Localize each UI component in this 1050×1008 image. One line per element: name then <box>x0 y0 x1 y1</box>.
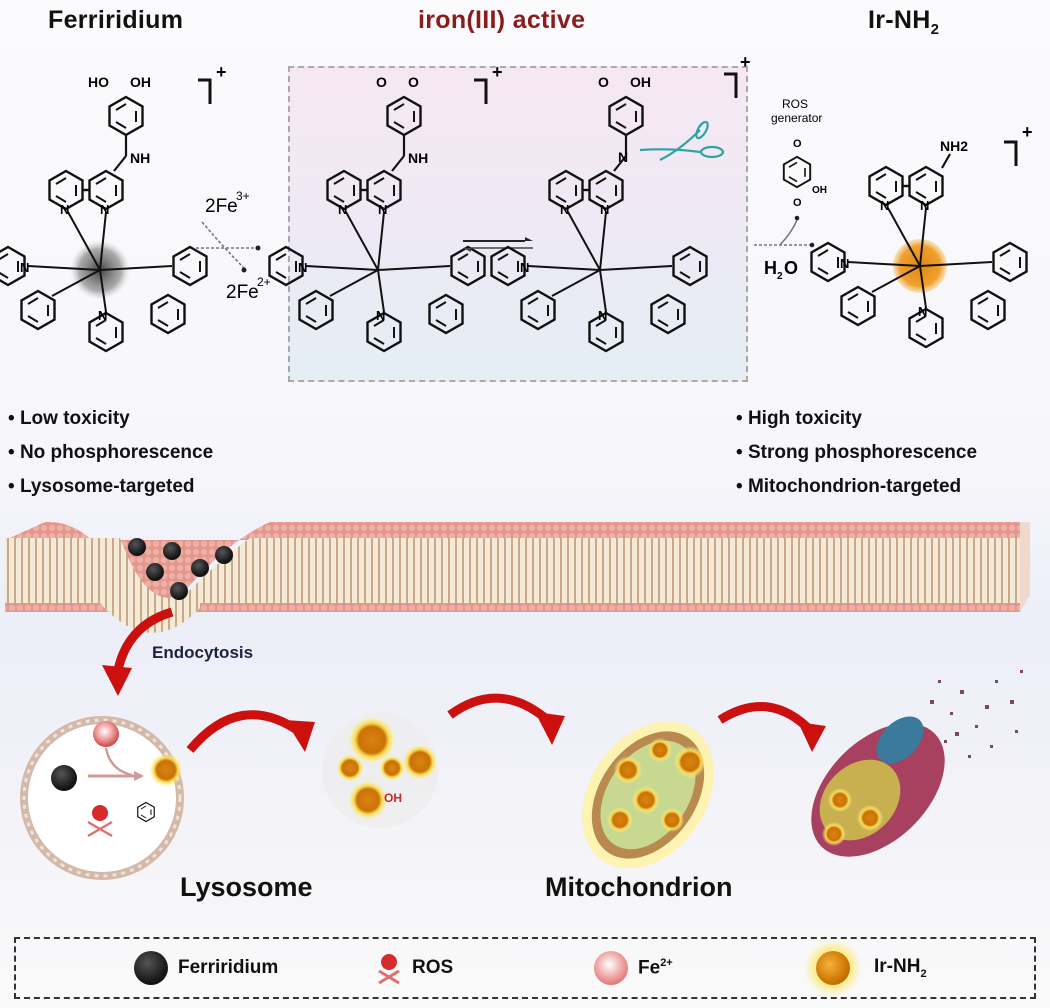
label-oh: OH <box>812 185 827 196</box>
title-ir-nh2: Ir-NH2 <box>868 6 939 38</box>
legend-label: Fe2+ <box>638 957 673 979</box>
ros-skull-icon <box>378 954 400 985</box>
legend-label-main: Ir-NH <box>874 956 921 978</box>
property-item: High toxicity <box>736 402 977 436</box>
svg-text:OH: OH <box>384 791 402 805</box>
fe2-ball-icon <box>594 951 628 985</box>
title-ir-nh2-main: Ir-NH <box>868 6 931 34</box>
charge-plus: + <box>740 52 751 72</box>
ros-generator-label-1: ROS <box>782 97 808 111</box>
label-nh2: NH2 <box>940 138 968 154</box>
quinone-structure: O O NH + <box>270 62 503 351</box>
label-nh: NH <box>130 150 150 166</box>
iron-active-region <box>288 66 748 382</box>
scissors-icon <box>639 120 725 161</box>
charge-plus: + <box>492 62 503 82</box>
ruptured-lysosome: OH <box>322 712 438 828</box>
fe3-reagent: 2Fe <box>205 196 238 217</box>
title-ir-nh2-sub: 2 <box>930 21 940 38</box>
property-item: Strong phosphorescence <box>736 436 977 470</box>
transition-arrow-icon <box>447 693 565 745</box>
fe2-charge: 2+ <box>257 275 271 289</box>
legend-label-sub: 2 <box>920 967 927 980</box>
endocytosis-label: Endocytosis <box>152 643 254 662</box>
transition-arrow-icon <box>186 710 315 753</box>
ros-skull-icon <box>87 805 113 838</box>
mitochondrion-healthy <box>581 721 715 869</box>
label-ho: HO <box>88 74 109 90</box>
cellular-process-illustration: OH <box>5 521 1030 880</box>
ferriridium-ball-icon <box>51 765 77 791</box>
ir-nh2-ball-icon <box>816 951 850 985</box>
lysosome-vesicle <box>20 716 184 880</box>
ir-nh2-properties: High toxicity Strong phosphorescence Mit… <box>736 402 977 504</box>
legend-label-main: Fe <box>638 957 661 979</box>
charge-plus: + <box>216 62 227 82</box>
ir-nh2-ball-icon <box>149 753 183 787</box>
label-o1: O <box>376 74 387 90</box>
reaction-scheme: N N N N HO OH NH + 2Fe 3+ 2Fe 2+ O O <box>0 52 1033 400</box>
property-item: Low toxicity <box>8 402 213 436</box>
label-o: O <box>598 74 609 90</box>
ros-generator-arrow: ROS generator O O OH H 2 O <box>754 97 827 282</box>
equilibrium-arrow <box>463 237 533 252</box>
label-nh: NH <box>408 150 428 166</box>
charge-plus: + <box>1022 122 1033 142</box>
ir-nh2-structure: NH2 + <box>812 122 1033 347</box>
legend-label-sup: 2+ <box>660 956 673 969</box>
ferriridium-structure: HO OH NH + <box>0 62 227 351</box>
ferriridium-particles <box>128 538 233 600</box>
title-ferriridium: Ferriridium <box>48 6 184 34</box>
fe3-charge: 3+ <box>236 189 250 203</box>
transition-arrow-icon <box>717 702 826 752</box>
label-oh: OH <box>630 74 651 90</box>
fe2-ball-icon <box>93 721 119 747</box>
ferriridium-properties: Low toxicity No phosphorescence Lysosome… <box>8 402 213 504</box>
mitochondrion-label: Mitochondrion <box>545 872 733 902</box>
endocytosis-arrow-icon <box>102 607 174 696</box>
legend-item-ros: ROS <box>376 951 453 985</box>
imine-structure: O OH N + <box>492 52 751 351</box>
water-sub: 2 <box>777 271 783 282</box>
legend-item-fe2: Fe2+ <box>594 951 673 985</box>
ros-generator-label-2: generator <box>771 111 822 125</box>
fe2-product: 2Fe <box>226 282 259 303</box>
legend-label: Ferriridium <box>178 957 279 978</box>
water-o: O <box>784 258 798 278</box>
legend-label: Ir-NH2 <box>874 956 927 980</box>
mitochondrion-damaged <box>811 670 1023 857</box>
cell-membrane <box>5 521 1030 633</box>
legend-item-ir-nh2: Ir-NH2 <box>816 951 927 985</box>
legend: Ferriridium ROS Fe2+ Ir-NH2 <box>14 937 1036 999</box>
label-o-bottom: O <box>793 197 802 209</box>
legend-item-ferriridium: Ferriridium <box>134 951 278 985</box>
water-h: H <box>764 258 777 278</box>
property-item: Mitochondrion-targeted <box>736 470 977 504</box>
title-iron-iii-active: iron(III) active <box>418 6 586 34</box>
iron-redox-arrow: 2Fe 3+ 2Fe 2+ <box>196 189 271 303</box>
ferriridium-ball-icon <box>134 951 168 985</box>
label-o2: O <box>408 74 419 90</box>
legend-label: ROS <box>412 957 454 978</box>
lysosome-label: Lysosome <box>180 872 313 902</box>
label-n: N <box>618 149 628 165</box>
property-item: No phosphorescence <box>8 436 213 470</box>
property-item: Lysosome-targeted <box>8 470 213 504</box>
label-o-top: O <box>793 138 802 150</box>
label-oh: OH <box>130 74 151 90</box>
